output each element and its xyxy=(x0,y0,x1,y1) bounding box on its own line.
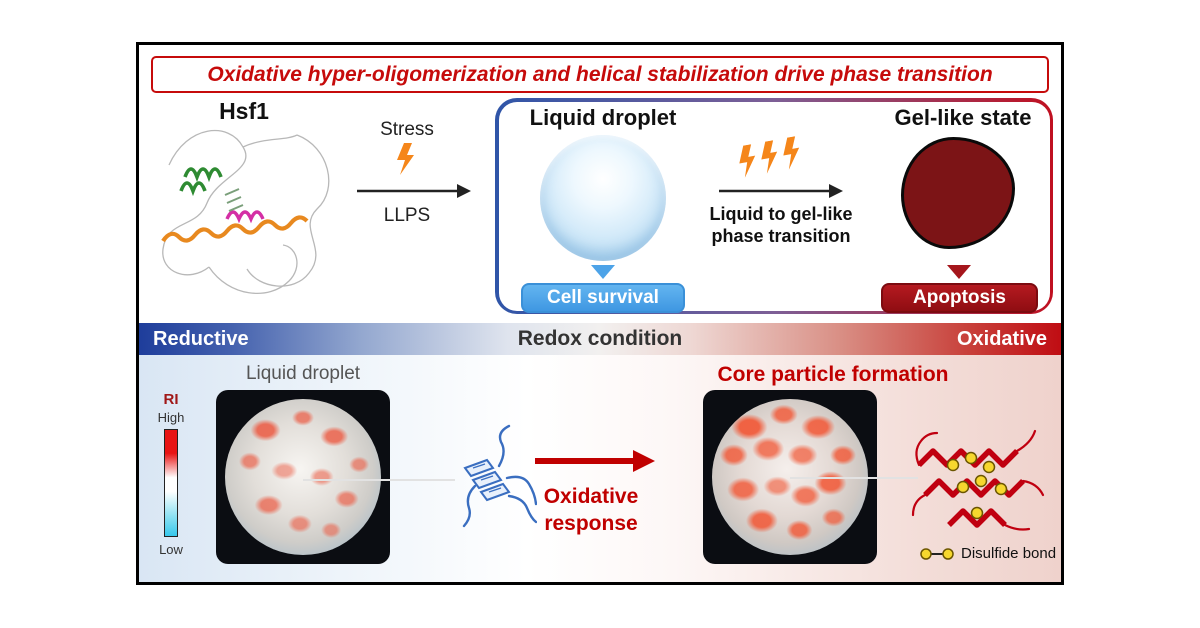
redox-condition-label: Redox condition xyxy=(517,327,683,350)
stress-label: Stress xyxy=(380,119,434,140)
gel-like-blob xyxy=(901,137,1015,249)
oxidative-response-line1: Oxidative xyxy=(543,485,639,508)
liquid-droplet-sphere xyxy=(540,135,666,261)
red-down-arrow-icon xyxy=(947,265,971,279)
lightning-bolt-icon xyxy=(739,144,756,178)
redox-condition-bar: Reductive Redox condition Oxidative xyxy=(139,323,1061,355)
pointer-line xyxy=(790,477,918,479)
core-particle-formation-label: Core particle formation xyxy=(717,363,949,386)
arrow-right-icon xyxy=(357,184,471,198)
cell-survival-label: Cell survival xyxy=(547,287,659,308)
cell-survival-badge: Cell survival xyxy=(521,283,685,313)
oxidative-label: Oxidative xyxy=(956,327,1047,350)
figure-frame: Oxidative hyper-oligomerization and heli… xyxy=(136,42,1064,585)
gel-like-state-label: Gel-like state xyxy=(894,105,1032,130)
phase-transition-caption: Liquid to gel-like phase transition xyxy=(701,203,861,247)
pointer-line xyxy=(303,479,455,481)
phase-transition-caption-line1: Liquid to gel-like xyxy=(709,204,853,224)
lightning-bolt-icon xyxy=(397,143,414,175)
oxidative-response-line2: response xyxy=(544,512,638,535)
lightning-bolt-icon xyxy=(761,140,778,174)
reduced-hsf1-oligomer-illustration xyxy=(462,424,537,528)
phase-transition-caption-line2: phase transition xyxy=(711,226,851,246)
title-banner: Oxidative hyper-oligomerization and heli… xyxy=(151,56,1049,93)
disulfide-bond-label: Disulfide bond xyxy=(961,545,1057,562)
oxidized-hsf1-helices-illustration xyxy=(911,429,1045,531)
apoptosis-badge: Apoptosis xyxy=(881,283,1038,313)
bottom-liquid-droplet-label: Liquid droplet xyxy=(245,363,361,384)
disulfide-bond-icon xyxy=(920,547,954,560)
apoptosis-label: Apoptosis xyxy=(913,287,1006,308)
llps-label: LLPS xyxy=(383,205,431,226)
liquid-droplet-micrograph xyxy=(216,390,390,564)
figure-title: Oxidative hyper-oligomerization and heli… xyxy=(207,62,993,86)
lightning-bolt-icon xyxy=(783,136,800,170)
ri-colorbar xyxy=(164,429,178,537)
blue-down-arrow-icon xyxy=(591,265,615,279)
reductive-label: Reductive xyxy=(153,327,249,350)
ri-low-label: Low xyxy=(159,542,183,557)
disulfide-legend: Disulfide bond xyxy=(919,545,1056,562)
hsf1-protein-structure-illustration xyxy=(161,130,330,294)
ri-high-label: High xyxy=(157,410,185,425)
hsf1-label: Hsf1 xyxy=(219,98,269,124)
liquid-droplet-label: Liquid droplet xyxy=(529,105,677,130)
ri-scale-title: RI xyxy=(163,391,179,408)
oxidative-response-label: Oxidative response xyxy=(511,483,671,537)
red-arrow-right-icon xyxy=(535,450,655,472)
arrow-right-icon xyxy=(719,184,843,198)
liquid-droplet-image xyxy=(225,399,381,555)
